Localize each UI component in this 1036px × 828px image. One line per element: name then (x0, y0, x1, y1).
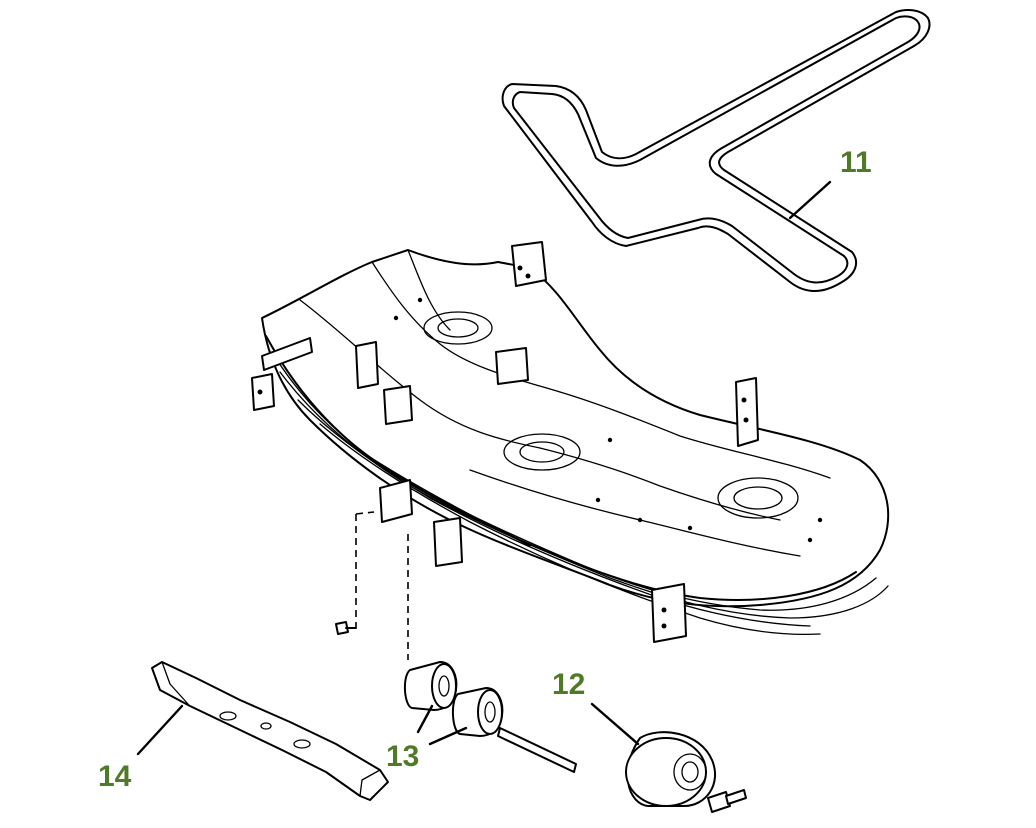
drive-belt (501, 9, 931, 292)
leader-14 (136, 704, 184, 756)
leader-13b (428, 726, 468, 746)
callout-blade: 14 (98, 760, 132, 793)
mower-blade (151, 661, 389, 801)
gauge-wheel (625, 731, 717, 807)
deck-rollers (404, 661, 577, 773)
callout-rollers: 13 (386, 740, 419, 773)
leader-12 (590, 702, 640, 746)
leader-11 (788, 180, 832, 220)
wheel-bolt (707, 789, 747, 813)
leader-13a (416, 704, 434, 734)
assembly-lines (355, 511, 409, 660)
callout-gauge-wheel: 12 (552, 668, 585, 701)
callouts: 11 12 13 14 (98, 146, 872, 793)
deck-bolt (335, 621, 357, 635)
mower-deck (251, 241, 890, 643)
leader-lines (136, 180, 832, 756)
callout-belt: 11 (840, 146, 872, 179)
